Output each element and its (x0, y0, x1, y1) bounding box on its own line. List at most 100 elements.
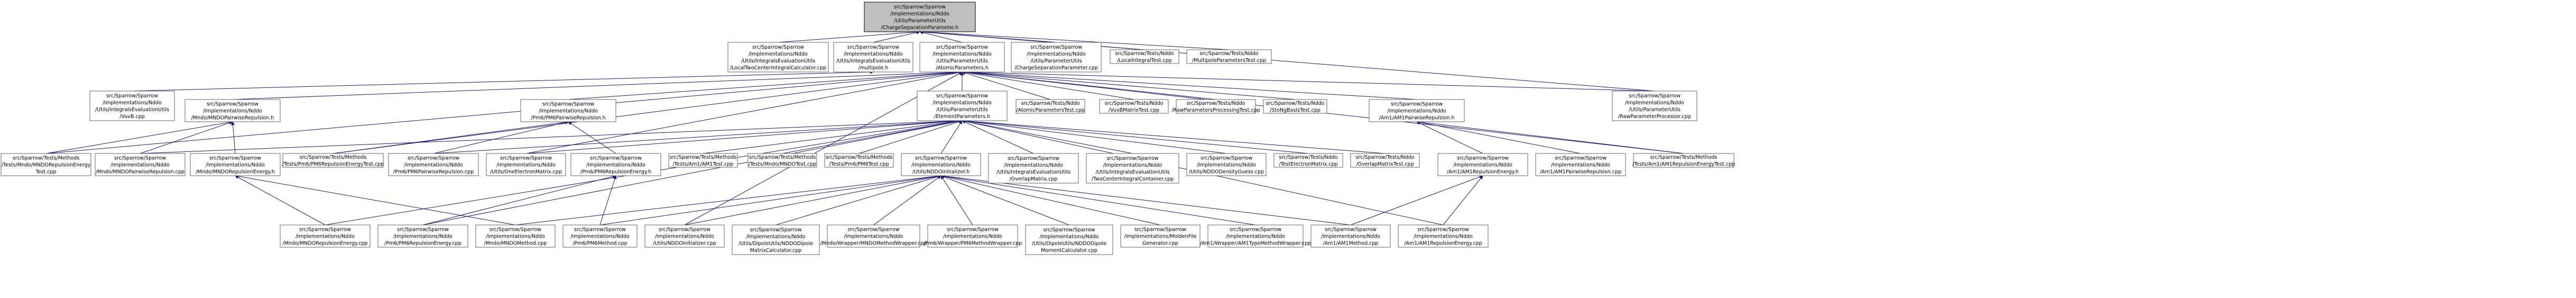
node-am1_rep_energy_h[interactable]: src/Sparrow/Sparrow/Implementations/Nddo… (1437, 153, 1528, 176)
node-label-line: src/Sparrow/Sparrow (1201, 156, 1252, 161)
node-label-line: /Implementations/Nddo (911, 162, 971, 168)
node-dipoleutil[interactable]: src/Sparrow/Sparrow/Implementations/Nddo… (732, 224, 820, 255)
edge-nddoinit_h-to-nddoinit_cpp (684, 174, 941, 225)
node-label-line: /Implementations/Nddo (206, 162, 265, 168)
node-am1_rep_h[interactable]: src/Sparrow/Sparrow/Implementations/Nddo… (1369, 99, 1465, 122)
edge-atomic-to-rawproc (962, 70, 1655, 92)
node-box (377, 224, 468, 248)
node-label-line: /Utils/IntegralsEvaluationUtils (836, 58, 910, 64)
node-pm6_rep_h[interactable]: src/Sparrow/Sparrow/Implementations/Nddo… (520, 99, 616, 122)
node-pm6test[interactable]: src/Sparrow/Tests/Methods/Tests/Pm6/PM6T… (824, 153, 894, 168)
node-label-line: /Mndo/MNDORepulsionEnergy.h (196, 169, 275, 175)
node-label-line: /TwoCenterIntegralContainer.cpp (1092, 176, 1174, 182)
node-overlaptest[interactable]: src/Sparrow/Tests/Nddo/OverlapMatrixTest… (1350, 153, 1420, 168)
node-box (1398, 224, 1489, 248)
node-loc2c[interactable]: src/Sparrow/Sparrow/Implementations/Nddo… (727, 42, 829, 73)
node-mndo_rep_energy_test[interactable]: src/Sparrow/Tests/Methods/Tests/Mndo/MND… (1, 153, 91, 176)
node-mndomethod[interactable]: src/Sparrow/Sparrow/Implementations/Nddo… (475, 224, 556, 248)
node-am1_rep_energy_cpp[interactable]: src/Sparrow/Sparrow/Implementations/Nddo… (1398, 224, 1489, 248)
node-pm6_rep_energy_h[interactable]: src/Sparrow/Sparrow/Implementations/Nddo… (570, 153, 661, 176)
edge-atomic-to-mndo_rep_energy_test (45, 70, 963, 154)
node-box (1025, 224, 1113, 255)
node-box (184, 99, 281, 122)
node-label-line: /Pm6/PM6Method.cpp (573, 241, 627, 247)
node-label-line: src/Sparrow/Sparrow (915, 156, 967, 161)
node-label-line: src/Sparrow/Sparrow (490, 227, 541, 233)
node-label-line: src/Sparrow/Sparrow (659, 227, 710, 233)
node-box (919, 42, 1005, 73)
node-label-line: /Implementations/Nddo (1197, 162, 1256, 168)
node-label-line: /Utils/NDDOInitializer.cpp (653, 241, 716, 247)
node-elemparam[interactable]: src/Sparrow/Sparrow/Implementations/Nddo… (917, 91, 1008, 121)
node-stobasis[interactable]: src/Sparrow/Tests/Nddo/StoNgBasisTest.cp… (1263, 99, 1327, 114)
edge-root-to-rawproc (919, 30, 1655, 92)
node-pm6method[interactable]: src/Sparrow/Sparrow/Implementations/Nddo… (562, 224, 638, 248)
node-label-line: /Implementations/Nddo (890, 11, 949, 17)
node-overlapmatrix[interactable]: src/Sparrow/Sparrow/Implementations/Nddo… (988, 153, 1079, 184)
node-label-line: src/Sparrow/Tests/Methods (13, 156, 80, 161)
node-label-line: /Implementations/Nddo (1226, 234, 1285, 240)
edge-nddoinit_h-to-moldenfile (940, 174, 1161, 225)
node-atomtest[interactable]: src/Sparrow/Tests/Nddo/AtomicParametersT… (1015, 99, 1085, 114)
node-label-line: /Implementations/Nddo (570, 234, 630, 240)
node-testelec[interactable]: src/Sparrow/Tests/Nddo/TestElectronMatri… (1273, 153, 1343, 168)
node-mndo_rep_cpp[interactable]: src/Sparrow/Sparrow/Implementations/Nddo… (95, 153, 186, 176)
edge-nddoinit_h-to-pm6method (599, 174, 941, 225)
node-vuvb[interactable]: src/Sparrow/Sparrow/Implementations/Nddo… (89, 91, 175, 121)
node-am1_rep_cpp[interactable]: src/Sparrow/Sparrow/Implementations/Nddo… (1535, 153, 1626, 176)
node-oneelec[interactable]: src/Sparrow/Sparrow/Implementations/Nddo… (486, 153, 566, 176)
node-localint[interactable]: src/Sparrow/Tests/Nddo/LocalIntegralTest… (1110, 49, 1179, 64)
node-am1method[interactable]: src/Sparrow/Sparrow/Implementations/Nddo… (1310, 224, 1391, 248)
node-box (1011, 42, 1102, 73)
node-csp_cpp[interactable]: src/Sparrow/Sparrow/Implementations/Nddo… (1011, 42, 1102, 73)
node-pm6_rep_energy_test[interactable]: src/Sparrow/Tests/Methods/Tests/Pm6/PM6R… (282, 153, 384, 168)
node-am1wrapper[interactable]: src/Sparrow/Sparrow/Implementations/Nddo… (1200, 224, 1311, 248)
node-multh[interactable]: src/Sparrow/Sparrow/Implementations/Nddo… (833, 42, 913, 73)
node-label-line: /Implementations/Nddo (404, 162, 463, 168)
node-label-line: src/Sparrow/Sparrow (936, 93, 988, 99)
node-root: src/Sparrow/Sparrow/Implementations/Nddo… (864, 2, 976, 32)
node-label-line: /Implementations/Nddo (1004, 162, 1063, 168)
node-vuvbmat[interactable]: src/Sparrow/Tests/Nddo/VuvBMatrixTest.cp… (1099, 99, 1169, 114)
node-label-line: src/Sparrow/Tests/Nddo (1355, 155, 1414, 160)
node-nddoinit_h[interactable]: src/Sparrow/Sparrow/Implementations/Nddo… (901, 153, 981, 176)
node-mndo_rep_energy_cpp[interactable]: src/Sparrow/Sparrow/Implementations/Nddo… (280, 224, 371, 248)
node-label-line: src/Sparrow/Sparrow (408, 156, 459, 161)
node-rawproc_test[interactable]: src/Sparrow/Tests/Nddo/RawParametersProc… (1171, 99, 1260, 114)
node-pm6_rep_cpp[interactable]: src/Sparrow/Sparrow/Implementations/Nddo… (388, 153, 479, 176)
node-label-line: /Implementations/Nddo (749, 51, 808, 57)
node-box (1350, 153, 1420, 168)
node-box (1633, 153, 1734, 168)
node-label-line: /Tests/Mndo/MNDORepulsionEnergy (2, 162, 91, 168)
node-label-line: /Am1/AM1PairwiseRepulsion.h (1379, 115, 1455, 121)
node-moldenfile[interactable]: src/Sparrow/Sparrow/Implementations/Mold… (1120, 224, 1201, 248)
node-box (1310, 224, 1391, 248)
node-twocenter[interactable]: src/Sparrow/Sparrow/Implementations/Nddo… (1086, 153, 1179, 184)
node-mndowrapper[interactable]: src/Sparrow/Sparrow/Implementations/Nddo… (820, 224, 927, 248)
node-dipolemoment[interactable]: src/Sparrow/Sparrow/Implementations/Nddo… (1025, 224, 1113, 255)
edge-nddoinit_h-to-mndomethod (515, 174, 941, 225)
node-label-line: src/Sparrow/Tests/Methods (749, 155, 816, 160)
node-multtest[interactable]: src/Sparrow/Tests/Nddo/MultipoleParamete… (1186, 49, 1272, 64)
node-am1test[interactable]: src/Sparrow/Tests/Methods/Tests/Am1/AM1T… (668, 153, 738, 168)
node-box (1273, 153, 1343, 168)
node-pm6_rep_energy_cpp[interactable]: src/Sparrow/Sparrow/Implementations/Nddo… (377, 224, 468, 248)
node-label-line: /Am1/AM1RepulsionEnergy.h (1447, 169, 1519, 175)
node-mndo_rep_energy_h[interactable]: src/Sparrow/Sparrow/Implementations/Nddo… (190, 153, 281, 176)
node-label-line: /Implementations/Nddo (844, 234, 903, 240)
node-mndo_rep_h[interactable]: src/Sparrow/Sparrow/Implementations/Nddo… (184, 99, 281, 122)
node-mndotest[interactable]: src/Sparrow/Tests/Methods/Tests/Mndo/MND… (747, 153, 817, 168)
node-label-line: src/Sparrow/Sparrow (207, 102, 258, 107)
node-label-line: /Tests/Pm6/PM6RepulsionEnergyTest.cpp (282, 161, 384, 167)
node-box (95, 153, 186, 176)
node-densityguess[interactable]: src/Sparrow/Sparrow/Implementations/Nddo… (1186, 153, 1267, 176)
node-rawproc[interactable]: src/Sparrow/Sparrow/Implementations/Nddo… (1612, 91, 1697, 121)
node-pm6wrapper[interactable]: src/Sparrow/Sparrow/Implementations/Nddo… (924, 224, 1022, 248)
node-nddoinit_cpp[interactable]: src/Sparrow/Sparrow/Implementations/Nddo… (644, 224, 725, 248)
edge-elemparam-to-overlaptest (962, 119, 1386, 154)
node-am1_rep_energy_test[interactable]: src/Sparrow/Tests/Methods/Tests/Am1/AM1R… (1632, 153, 1735, 168)
node-atomic[interactable]: src/Sparrow/Sparrow/Implementations/Nddo… (919, 42, 1005, 73)
node-label-line: /Pm6/PM6RepulsionEnergy.cpp (384, 241, 461, 247)
node-box (520, 99, 616, 122)
